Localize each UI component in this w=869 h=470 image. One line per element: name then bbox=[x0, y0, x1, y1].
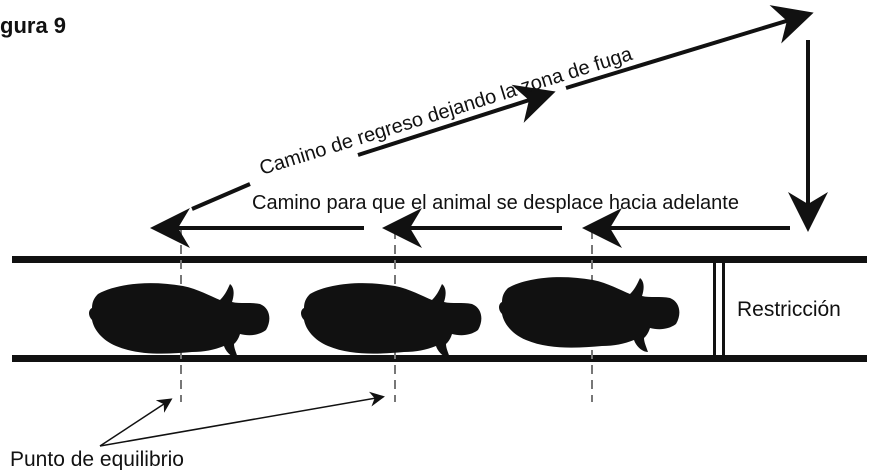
cattle-silhouette-2 bbox=[301, 283, 482, 358]
chute-top-rail bbox=[12, 256, 867, 263]
pointer-to-line-2 bbox=[99, 391, 385, 447]
cattle-silhouette-1 bbox=[89, 283, 270, 358]
return-path-label: Camino de regreso dejando la zona de fug… bbox=[257, 43, 636, 180]
restriction-label: Restricción bbox=[737, 298, 841, 321]
restriction-gate bbox=[713, 262, 725, 356]
pointer-to-line-1 bbox=[99, 398, 173, 447]
forward-path-label: Camino para que el animal se desplace ha… bbox=[252, 192, 739, 214]
balance-point-lines bbox=[180, 230, 593, 402]
figure-title: gura 9 bbox=[0, 13, 66, 38]
chute-bottom-rail bbox=[12, 355, 867, 362]
cattle-silhouette-3 bbox=[499, 277, 680, 352]
balance-point-pointers bbox=[99, 391, 385, 447]
return-arrow-segment-1 bbox=[191, 182, 251, 211]
return-arrow-segment-3 bbox=[565, 5, 814, 90]
balance-point-label: Punto de equilibrio bbox=[10, 448, 184, 470]
return-path-arrows bbox=[191, 5, 814, 211]
return-arrow-segment-2 bbox=[357, 84, 556, 157]
